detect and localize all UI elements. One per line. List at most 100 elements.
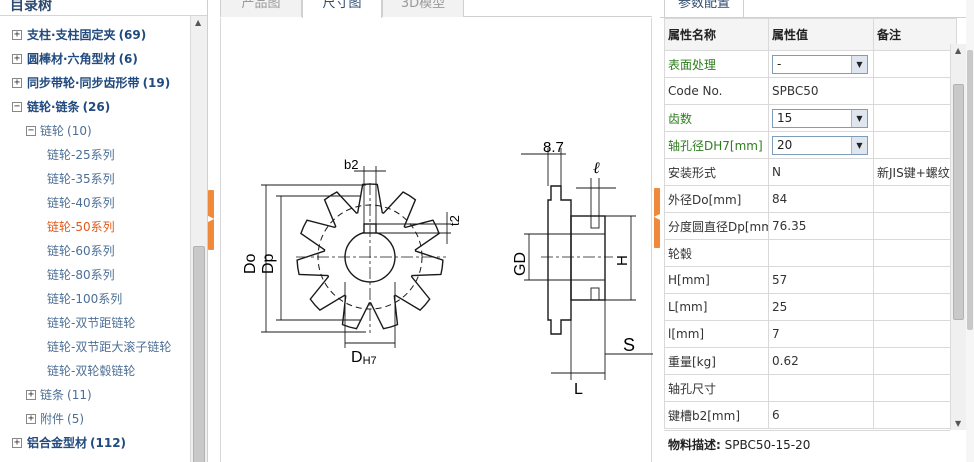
material-value: SPBC50-15-20 bbox=[724, 438, 811, 452]
table-header-row: 属性名称 属性值 备注 bbox=[664, 18, 957, 51]
tree-leaf-item[interactable]: 链轮-双节距链轮 bbox=[0, 311, 190, 335]
parameter-name: l[mm] bbox=[664, 320, 769, 348]
tree-item-text: 链轮·链条 bbox=[27, 100, 80, 114]
column-header-value: 属性值 bbox=[768, 18, 874, 51]
tree-item-label: 链条(11) bbox=[40, 383, 92, 407]
label-s: S bbox=[623, 335, 635, 355]
tree-leaf-item[interactable]: 链轮-100系列 bbox=[0, 287, 190, 311]
tree-item-text: 链轮-60系列 bbox=[47, 244, 115, 258]
tree-leaf-item[interactable]: 链轮-50系列 bbox=[0, 215, 190, 239]
tree-subcategory[interactable]: −链轮(10) bbox=[0, 119, 190, 143]
tree-item-label: 支柱·支柱固定夹(69) bbox=[27, 23, 146, 47]
expand-icon[interactable]: + bbox=[26, 413, 36, 424]
scroll-up-arrow-icon[interactable]: ▲ bbox=[195, 18, 202, 27]
page-scroll-thumb[interactable] bbox=[967, 50, 973, 330]
tree-scroll-thumb[interactable] bbox=[193, 246, 205, 462]
front-dimensions bbox=[261, 166, 451, 348]
parameter-value: 6 bbox=[768, 401, 874, 429]
label-t2: t2 bbox=[447, 215, 462, 226]
tree-leaf-item[interactable]: 链轮-60系列 bbox=[0, 239, 190, 263]
tree-item-text: 链轮-双节距链轮 bbox=[47, 316, 136, 330]
dropdown-arrow-icon[interactable]: ▼ bbox=[851, 136, 867, 154]
tab-product-image[interactable]: 产品图 bbox=[220, 0, 302, 17]
tree-category[interactable]: +铝合金型材(112) bbox=[0, 431, 190, 455]
params-scroll-thumb[interactable] bbox=[953, 84, 964, 320]
tree-item-label: 链轮-双轮毂链轮 bbox=[47, 359, 135, 383]
parameter-name: 安装形式 bbox=[664, 158, 769, 186]
tab-dimension-drawing[interactable]: 尺寸图 bbox=[302, 0, 382, 18]
tree-subcategory[interactable]: + 链条(11) bbox=[0, 383, 190, 407]
tree-subcategory[interactable]: +附件(5) bbox=[0, 407, 190, 431]
tree-item-text: 链轮-35系列 bbox=[47, 172, 115, 186]
label-gd: GD bbox=[512, 252, 529, 276]
parameter-name: 轮毂 bbox=[664, 239, 769, 267]
collapse-arrow-icon: ▶ bbox=[208, 214, 215, 223]
parameter-note bbox=[873, 347, 957, 375]
parameter-note bbox=[873, 77, 957, 105]
sprocket-teeth-outline bbox=[296, 183, 444, 330]
page-scrollbar[interactable] bbox=[966, 0, 974, 462]
parameter-value-cell[interactable]: 20▼ bbox=[768, 131, 874, 159]
column-header-name: 属性名称 bbox=[664, 18, 769, 51]
tree-category[interactable]: + 支柱·支柱固定夹(69) bbox=[0, 23, 190, 47]
tree-item-text: 支柱·支柱固定夹 bbox=[27, 28, 116, 42]
parameter-select[interactable]: 20▼ bbox=[772, 135, 868, 155]
tree-category[interactable]: −链轮·链条(26) bbox=[0, 95, 190, 119]
tree-item-text: 铝合金型材 bbox=[27, 436, 88, 450]
parameter-row: 分度圆直径Dp[mm]76.35 bbox=[664, 212, 957, 240]
expand-icon[interactable]: + bbox=[12, 77, 22, 88]
parameter-note bbox=[873, 212, 957, 240]
collapse-icon[interactable]: − bbox=[12, 101, 22, 112]
dropdown-arrow-icon[interactable]: ▼ bbox=[851, 109, 867, 127]
label-h: H bbox=[614, 255, 631, 266]
parameter-value: SPBC50 bbox=[768, 77, 874, 105]
tab-3d-model[interactable]: 3D模型 bbox=[382, 0, 464, 17]
parameter-value-cell[interactable]: 15▼ bbox=[768, 104, 874, 132]
side-flange bbox=[547, 185, 572, 335]
expand-icon[interactable]: + bbox=[12, 437, 22, 448]
tree-scrollbar[interactable]: ▲ bbox=[190, 16, 207, 462]
collapse-tree-handle[interactable]: ▶ bbox=[208, 190, 214, 250]
expand-icon[interactable]: + bbox=[26, 389, 36, 400]
parameter-select[interactable]: 15▼ bbox=[772, 108, 868, 128]
tree-leaf-item[interactable]: 链轮-双轮毂链轮 bbox=[0, 359, 190, 383]
parameter-row: 重量[kg]0.62 bbox=[664, 347, 957, 375]
tree-item-label: 链轮(10) bbox=[40, 119, 92, 143]
scroll-up-arrow-icon[interactable]: ▲ bbox=[955, 46, 962, 55]
tab-parameters[interactable]: 参数配置 bbox=[664, 0, 744, 17]
parameter-name: 外径Do[mm] bbox=[664, 185, 769, 213]
tree-category[interactable]: +圆棒材·六角型材(6) bbox=[0, 47, 190, 71]
tree-item-count: (11) bbox=[67, 388, 92, 402]
tree-leaf-item[interactable]: 链轮-80系列 bbox=[0, 263, 190, 287]
label-dh7: DH7 bbox=[351, 349, 377, 367]
dropdown-arrow-icon[interactable]: ▼ bbox=[851, 55, 867, 73]
tree-item-label: 链轮-100系列 bbox=[47, 287, 122, 311]
tree-leaf-item[interactable]: 链轮-双节距大滚子链轮 bbox=[0, 335, 190, 359]
tree-leaf-item[interactable]: 链轮-40系列 bbox=[0, 191, 190, 215]
collapse-icon[interactable]: − bbox=[26, 125, 36, 136]
parameter-note bbox=[873, 185, 957, 213]
expand-icon[interactable]: + bbox=[12, 53, 22, 64]
column-header-note: 备注 bbox=[873, 18, 957, 51]
tree-item-label: 链轮-双节距链轮 bbox=[47, 311, 135, 335]
parameter-name: 键槽b2[mm] bbox=[664, 401, 769, 429]
dimension-drawing: b2 t2 Do Dp DH7 bbox=[220, 18, 653, 462]
parameter-value-cell[interactable]: -▼ bbox=[768, 50, 874, 78]
tree-item-count: (10) bbox=[67, 124, 92, 138]
parameter-name: 表面处理 bbox=[664, 50, 769, 78]
expand-icon[interactable]: + bbox=[12, 29, 22, 40]
parameter-value: 0.62 bbox=[768, 347, 874, 375]
collapse-params-handle[interactable]: ◀ bbox=[654, 188, 660, 248]
tree-leaf-item[interactable]: 链轮-25系列 bbox=[0, 143, 190, 167]
parameter-select[interactable]: -▼ bbox=[772, 54, 868, 74]
tree-category[interactable]: +同步带轮·同步齿形带(19) bbox=[0, 71, 190, 95]
parameter-row: 表面处理-▼ bbox=[664, 50, 957, 78]
tree-leaf-item[interactable]: 链轮-35系列 bbox=[0, 167, 190, 191]
scroll-down-arrow-icon[interactable]: ▼ bbox=[955, 419, 962, 428]
tree-item-label: 链轮-双节距大滚子链轮 bbox=[47, 335, 171, 359]
parameter-row: H[mm]57 bbox=[664, 266, 957, 294]
params-scrollbar[interactable]: ▲ ▼ bbox=[950, 44, 966, 430]
